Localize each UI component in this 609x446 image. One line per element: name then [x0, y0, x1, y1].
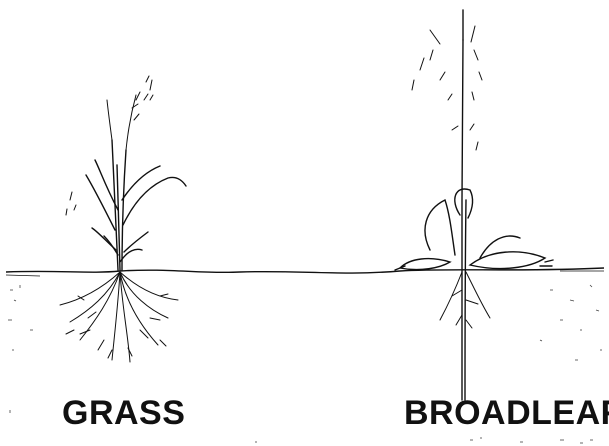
- grass-label: GRASS: [62, 396, 185, 430]
- broadleaf-plant: [395, 10, 553, 400]
- broadleaf-label-text: BROADLEAF: [404, 394, 609, 432]
- grass-plant: [66, 76, 186, 270]
- broadleaf-label: BROADLEAF: [404, 396, 609, 430]
- grass-roots: [60, 272, 178, 362]
- ground-line: [6, 268, 604, 276]
- grass-label-text: GRASS: [62, 394, 185, 432]
